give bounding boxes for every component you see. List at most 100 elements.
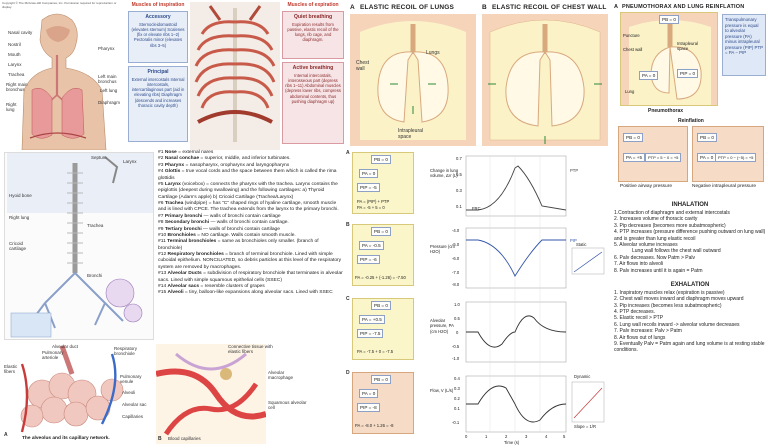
pos-pa: PA = +5 xyxy=(623,153,646,162)
inhalation-list: 1.Contraction of diaphragm and external … xyxy=(614,210,766,274)
pb-b: PB = 0 xyxy=(371,227,391,236)
airway-item: #10 Bronchioles = NO cartilage. Walls co… xyxy=(158,232,296,238)
muscles-inspiration-title: Muscles of inspiration xyxy=(131,2,185,8)
bronchial-tree-figure: Septum Right lung Trachea Bronchi Cricoi… xyxy=(4,152,154,340)
legend-frc: FRC xyxy=(472,206,481,211)
left-column: Copyright © The McGraw-Hill Companies, I… xyxy=(0,0,345,448)
head-torso-illustration xyxy=(21,13,107,150)
elastic-lungs-letter: A xyxy=(350,4,355,11)
tick-y-17: 0.1 xyxy=(454,406,460,411)
label-pneumo-lung: Lung xyxy=(625,89,635,94)
respiratory-system-figure: Copyright © The McGraw-Hill Companies, I… xyxy=(2,1,121,152)
tick-y-4: -4.0 xyxy=(452,228,460,233)
exhalation-step: 1. Inspiratory muscles relax (expiration… xyxy=(614,289,725,296)
graph-panel-b-diagram: PB = 0 PA = -0.5 PIP = -6 PA = -0.25 + (… xyxy=(352,224,414,286)
elastic-lungs-illustration xyxy=(350,14,476,146)
tick-y-14: 0.4 xyxy=(454,376,460,381)
exhalation-step: 5. Elastic recoil > PTP xyxy=(614,315,664,322)
graph-axes xyxy=(465,155,567,433)
panel-letter-a: A xyxy=(4,432,8,438)
elastic-lungs-title: ELASTIC RECOIL OF LUNGS xyxy=(360,4,455,11)
tick-y-2: 0.3 xyxy=(456,188,462,193)
breathing-steps: INHALATION 1.Contraction of diaphragm an… xyxy=(614,198,766,446)
tick-y-6: -6.0 xyxy=(452,256,460,261)
pa-d: PA = 0 xyxy=(359,389,379,398)
graph-panel-d-letter: D xyxy=(346,370,350,376)
airway-list: #1 Nose = external nares #2 Nasal concha… xyxy=(158,150,344,297)
airway-item: #13 Alveolar Ducts = subdivision of resp… xyxy=(158,271,343,283)
label-spine-trachea: Trachea xyxy=(87,223,104,228)
tick-y-11: 0 xyxy=(456,330,459,335)
label-diaphragm: Diaphragm xyxy=(98,100,121,105)
tick-y-7: -7.0 xyxy=(452,270,460,275)
label-pneumo-intrapleural: Intrapleural space xyxy=(677,41,698,52)
eq-b: PA = -0.25 + (-1.26) = -7.50 xyxy=(355,275,406,280)
airway-item: #3 Pharynx = nasopharynx, oropharynx and… xyxy=(158,162,290,168)
tick-x-4: 4 xyxy=(545,434,548,439)
tick-y-10: 0.5 xyxy=(454,316,460,321)
inhalation-step: 3. Pip decreases (becomes more subatmosp… xyxy=(614,222,726,229)
tick-y-18: -0.1 xyxy=(452,420,460,425)
pneumo-pa: PA = 0 xyxy=(639,71,659,80)
eq-a-1: PA = (PIP) + PTP xyxy=(357,199,390,204)
principal-text: External intercostals Internal intercost… xyxy=(131,76,185,108)
tick-x-3: 3 xyxy=(525,434,528,439)
alveolar-pressure-curve xyxy=(466,315,567,348)
graph-panel-c-diagram: PB = 0 PA = +0.5 PIP = -7.5 PA = -7.5 + … xyxy=(352,298,414,360)
tick-y-9: 1.0 xyxy=(454,302,460,307)
airway-item: #2 Nasal conchae = superior, middle, and… xyxy=(158,156,291,162)
pip-curve xyxy=(466,239,566,277)
inhalation-step: 1.Contraction of diaphragm and external … xyxy=(614,210,730,216)
pip-c: PIP = -7.5 xyxy=(357,329,384,338)
pip-d: PIP = -8 xyxy=(357,403,380,412)
label-elastic-chest-wall: Chest wall xyxy=(356,60,370,72)
exhalation-title: EXHALATION xyxy=(670,281,710,288)
transpulmonary-note-text: Transpulmonary pressure is equal to alve… xyxy=(725,17,763,55)
label-squamous-alveolar-cell: Squamous alveolar cell xyxy=(268,400,307,410)
label-pneumo-chest-wall: Chest wall xyxy=(623,47,643,52)
pb-d: PB = 0 xyxy=(371,375,391,384)
airway-item: #6 Trachea (windpipe) = has "C" shaped r… xyxy=(158,201,339,213)
label-pulmonary-arteriole: Pulmonary arteriole xyxy=(42,350,64,360)
elastic-chest-illustration xyxy=(482,14,608,146)
panel-letter-b: B xyxy=(158,436,162,442)
inhalation-step: 5. Alveolar volume increases xyxy=(614,241,678,248)
graph-panel-d-diagram: PB = 0 PA = 0 PIP = -8 PA = -8.0 + 1.26 … xyxy=(352,372,414,434)
muscles-inspiration-panel: Muscles of inspiration Accessory Sternoc… xyxy=(128,2,188,148)
active-breathing-box: Active breathing Internal intercostals, … xyxy=(282,61,344,144)
graph-panel-c-letter: C xyxy=(346,296,350,302)
quiet-breathing-text: Expiration results from passive, elastic… xyxy=(287,21,339,43)
eq-a-2: PA = -5 + 5 = 0 xyxy=(357,205,385,210)
principal-title: Principal xyxy=(147,68,169,75)
dynamic-inset xyxy=(571,381,605,423)
y-title-alveolar: Alveolar pressure, PA (cm H2O) xyxy=(430,318,454,334)
inhalation-step: 6. Palv decreases. Now Patm > Palv xyxy=(614,254,696,261)
label-elastic-lungs: Lungs xyxy=(426,50,440,56)
caption-negative-intrapleural: Negative intrapleural pressure xyxy=(692,184,756,189)
active-breathing-title: Active breathing xyxy=(292,64,334,71)
label-alveolar-sac: Alveolar sac xyxy=(122,402,147,407)
graph-panel-a-letter: A xyxy=(346,150,350,156)
negative-intrapleural-diagram: PB = 0 PA = 0 PTP = 0 − (−5) = +5 xyxy=(692,126,764,182)
pressure-graphs-section: A PB = 0 PA = 0 PIP = -5 PA = (PIP) + PT… xyxy=(344,148,606,448)
inhalation-title: INHALATION xyxy=(671,202,709,208)
exhalation-list: 1. Inspiratory muscles relax (expiration… xyxy=(614,290,766,354)
neg-ptp: PTP = 0 − (−5) = +5 xyxy=(715,153,757,162)
tick-y-12: -0.5 xyxy=(452,344,460,349)
pip-b: PIP = -6 xyxy=(357,255,380,264)
airway-item: #5 Larynx (voicebox) = connects the phar… xyxy=(158,181,338,200)
copyright-line: Copyright © The McGraw-Hill Companies, I… xyxy=(2,1,117,9)
legend-dynamic: Dynamic xyxy=(574,374,591,379)
accessory-text: Sternocleidomastoid (elevates sternum) S… xyxy=(131,21,185,48)
inhalation-step: 8. Palv increases until it is again = Pa… xyxy=(614,267,703,274)
label-pneumothorax: Pneumothorax xyxy=(648,108,684,114)
exhalation-step: 3. Pip increases (becomes less subatmosp… xyxy=(614,302,722,309)
elastic-recoil-section: A ELASTIC RECOIL OF LUNGS B ELASTIC RECO… xyxy=(348,0,610,148)
label-septum: Septum xyxy=(91,155,107,160)
y-title-pressure: Pressure (cm H2O) xyxy=(430,244,455,255)
alveolus-figure: Alveolar duct Respiratory bronchiole Alv… xyxy=(2,344,152,446)
graph-gridlines xyxy=(489,156,541,432)
label-mouth: Mouth xyxy=(8,52,21,57)
accessory-title: Accessory xyxy=(145,13,171,20)
label-alveoli: Alveoli xyxy=(122,390,136,395)
